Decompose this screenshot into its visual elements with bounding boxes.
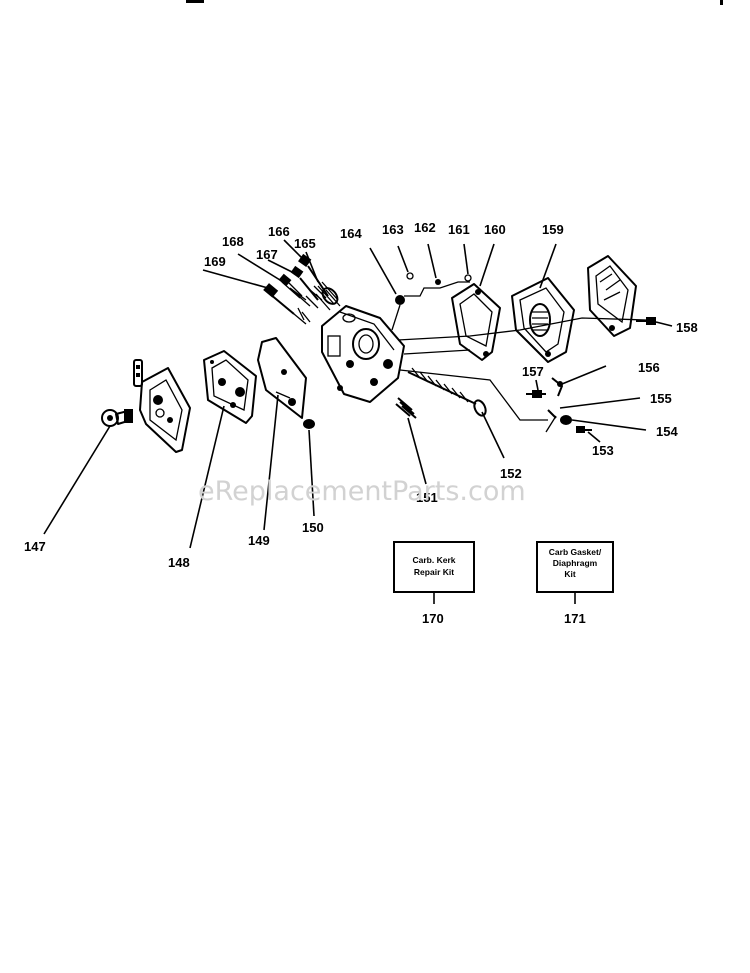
part-161-ball	[464, 274, 472, 282]
part-147-fuel-fitting	[101, 409, 133, 427]
leader-163	[397, 245, 409, 273]
part-148-pump-diaphragm	[203, 350, 257, 424]
kit-170-line1: Carb. Kerk	[413, 555, 456, 565]
part-number-167: 167	[256, 247, 278, 262]
part-number-164: 164	[340, 226, 362, 241]
leader-166	[283, 239, 303, 259]
kit-171-line1: Carb Gasket/	[549, 547, 602, 557]
kit-170-line2: Repair Kit	[414, 567, 454, 577]
part-number-153: 153	[592, 443, 614, 458]
leader-169	[202, 269, 269, 289]
top-edge-mark-right	[720, 0, 723, 5]
leader-164	[369, 247, 397, 295]
part-152-throttle-shaft	[407, 367, 487, 417]
part-151-spring	[395, 397, 417, 419]
leader-156	[561, 365, 607, 385]
part-number-162: 162	[414, 220, 436, 235]
part-159-diaphragm	[511, 277, 575, 363]
leader-162	[427, 243, 437, 279]
part-167-screw	[290, 265, 327, 309]
part-number-149: 149	[248, 533, 270, 548]
leader-168	[237, 253, 281, 281]
part-number-166: 166	[268, 224, 290, 239]
assembly-line-mid	[397, 317, 647, 341]
watermark: eReplacementParts.com	[198, 476, 526, 507]
part-168-spring	[278, 273, 311, 307]
part-164-plug	[391, 295, 405, 331]
part-number-170: 170	[422, 611, 444, 626]
leader-148	[189, 405, 225, 549]
top-edge-mark	[186, 0, 204, 3]
leader-160	[479, 243, 495, 287]
leader-167	[267, 259, 293, 273]
carburetor-body	[321, 305, 405, 403]
part-153-screw	[576, 426, 592, 433]
metering-cover	[587, 255, 637, 337]
part-154-spring	[545, 415, 572, 433]
part-number-161: 161	[448, 222, 470, 237]
leader-150	[308, 429, 315, 517]
part-number-160: 160	[484, 222, 506, 237]
assembly-line-lower	[403, 349, 471, 355]
part-162-ball	[435, 279, 441, 285]
kit-171-box: Carb Gasket/ Diaphragm Kit	[536, 541, 614, 593]
leader-165	[305, 251, 319, 283]
part-157-needle	[526, 390, 546, 398]
part-number-154: 154	[656, 424, 678, 439]
part-number-159: 159	[542, 222, 564, 237]
leader-152	[481, 411, 505, 459]
part-number-155: 155	[650, 391, 672, 406]
part-number-150: 150	[302, 520, 324, 535]
part-163-pin	[406, 272, 414, 280]
kit-170-box: Carb. Kerk Repair Kit	[393, 541, 475, 593]
leader-147	[43, 425, 111, 535]
leader-153	[587, 431, 601, 443]
part-number-151: 151	[416, 490, 438, 505]
part-165-spring	[315, 281, 341, 311]
kit-171-line3: Kit	[564, 569, 576, 579]
part-number-171: 171	[564, 611, 586, 626]
kit-171-line2: Diaphragm	[553, 558, 598, 568]
leader-157	[535, 379, 539, 391]
part-number-163: 163	[382, 222, 404, 237]
part-number-147: 147	[24, 539, 46, 554]
part-169-screw	[263, 283, 311, 325]
part-number-152: 152	[500, 466, 522, 481]
part-155-pin	[547, 409, 557, 419]
part-158-screw	[636, 317, 656, 325]
part-number-169: 169	[204, 254, 226, 269]
part-156-lever	[551, 377, 563, 397]
leader-158	[655, 321, 673, 327]
leader-155	[559, 397, 641, 409]
part-number-156: 156	[638, 360, 660, 375]
leader-159	[539, 243, 557, 289]
part-150-check-valve	[303, 419, 315, 429]
leader-151	[407, 417, 427, 485]
leader-154	[571, 419, 647, 431]
leader-149	[263, 394, 279, 531]
part-160-metering-gasket	[451, 283, 501, 361]
part-number-165: 165	[294, 236, 316, 251]
part-148-pump-cover	[133, 359, 191, 453]
leader-161	[463, 243, 469, 275]
part-149-gasket	[257, 337, 307, 419]
part-number-168: 168	[222, 234, 244, 249]
assembly-line-lever	[399, 369, 548, 421]
part-number-157: 157	[522, 364, 544, 379]
part-number-148: 148	[168, 555, 190, 570]
part-number-158: 158	[676, 320, 698, 335]
assembly-line-top	[404, 281, 470, 297]
